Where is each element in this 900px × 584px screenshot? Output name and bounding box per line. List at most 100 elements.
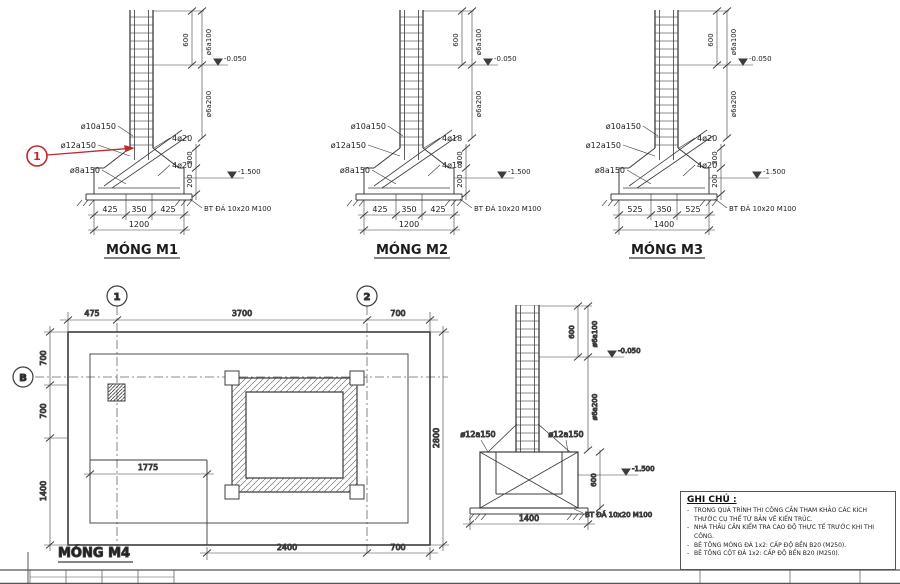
level-label: -1.500: [632, 465, 655, 473]
plan-m4: 1 2 B 475 3700 700 700 700 1400: [12, 285, 449, 563]
callout-number: 1: [33, 150, 41, 163]
dim-label: 1400: [654, 220, 674, 229]
title-block-strip: [0, 552, 900, 584]
rebar-label: 4ø20: [172, 134, 192, 143]
dim-label: 700: [390, 543, 405, 552]
rebar-label: 4ø18: [442, 161, 462, 170]
corner-pad: [349, 370, 365, 386]
dim-label: 350: [401, 205, 416, 214]
dim-label: 1200: [399, 220, 419, 229]
pit-wall-plan: [231, 377, 358, 493]
corner-pad: [349, 484, 365, 500]
level-label: -0.050: [494, 55, 517, 63]
tie-zone-label: ø6a100: [591, 321, 599, 347]
dim-label: 1775: [138, 463, 158, 472]
dim-label: 600: [707, 33, 715, 46]
rebar-label: ø12a150: [460, 430, 495, 439]
footing-outer-edge: [67, 331, 431, 546]
tie-zone-label: ø6a100: [730, 29, 738, 55]
tie-zone-label: ø6a200: [475, 91, 483, 117]
callout-circle: [26, 145, 48, 167]
foundation-section-linework: [77, 8, 244, 259]
dim-label: 1200: [129, 220, 149, 229]
dim-label: 350: [131, 205, 146, 214]
dim-label: 475: [84, 309, 99, 318]
footing-inner-edge: [89, 353, 409, 524]
grid-bubble: [106, 285, 128, 307]
dim-label: 700: [39, 350, 48, 365]
lean-concrete-label: BT ĐÁ 10x20 M100: [474, 204, 541, 213]
stirrup-label: ø8a150: [70, 166, 100, 175]
stirrup-label: ø12a150: [586, 141, 621, 150]
tie-zone-label: ø6a200: [205, 91, 213, 117]
grid-bubble: [12, 366, 34, 388]
stirrup-label: ø10a150: [81, 122, 116, 131]
dim-label: 600: [182, 33, 190, 46]
foundation-section-linework: [347, 8, 514, 259]
note-item: TRONG QUÁ TRÌNH THI CÔNG CẦN THAM KHẢO C…: [687, 507, 889, 524]
detail-title: MÓNG M4: [58, 545, 130, 561]
dim-label: 200: [456, 174, 464, 187]
level-label: -0.050: [749, 55, 772, 63]
notes-title: GHI CHÚ :: [687, 495, 737, 505]
grid-label: 2: [364, 292, 371, 303]
dim-label: 2400: [277, 543, 297, 552]
rebar-label: 4ø18: [442, 134, 462, 143]
dim-label: 300: [186, 151, 194, 164]
tie-zone-label: ø6a100: [205, 29, 213, 55]
dim-label: 1400: [39, 481, 48, 501]
column-plan: [107, 383, 126, 402]
detail-m2: ø10a150 ø12a150 ø8a150 4ø18 4ø18 600 ø6a…: [331, 8, 541, 259]
note-item: BÊ TÔNG CỘT ĐÁ 1x2: CẤP ĐỘ BỀN B20 (M250…: [687, 550, 889, 559]
detail-title: MÓNG M1: [106, 242, 178, 258]
detail-title: MÓNG M3: [631, 242, 703, 258]
corner-pad: [224, 484, 240, 500]
callout-arrowhead-icon: [124, 145, 135, 152]
corner-pad: [224, 370, 240, 386]
dim-label: 2800: [432, 428, 441, 448]
dim-label: 600: [590, 473, 598, 486]
level-label: -1.500: [763, 168, 786, 176]
dim-label: 600: [452, 33, 460, 46]
dim-label: 350: [656, 205, 671, 214]
detail-m3: ø10a150 ø12a150 ø8a150 4ø20 4ø20 600 ø6a…: [586, 8, 796, 259]
dim-label: 300: [456, 151, 464, 164]
detail-callout: 1: [26, 145, 135, 167]
grid-bubble: [356, 285, 378, 307]
dim-label: 425: [430, 205, 445, 214]
dim-label: 600: [568, 325, 576, 338]
rebar-label: 4ø20: [697, 134, 717, 143]
lean-concrete-label: BT ĐÁ 10x20 M100: [204, 204, 271, 213]
dim-label: 200: [711, 174, 719, 187]
stirrup-label: ø10a150: [606, 122, 641, 131]
dim-label: 525: [627, 205, 642, 214]
tie-zone-label: ø6a100: [475, 29, 483, 55]
dim-label: 3700: [232, 309, 252, 318]
section-m4: 600 ø6a100 ø6a200 -0.050 ø12a150 ø12a150: [460, 302, 655, 530]
pit-section: [479, 451, 579, 509]
detail-m1: ø10a150 ø12a150 ø8a150 4ø20 4ø20 600 ø6a…: [61, 8, 271, 259]
dim-label: 700: [390, 309, 405, 318]
notes-panel: GHI CHÚ : TRONG QUÁ TRÌNH THI CÔNG CẦN T…: [680, 491, 896, 570]
level-label: -1.500: [508, 168, 531, 176]
callout-arrow: [46, 148, 127, 156]
note-item: BÊ TÔNG MÓNG ĐÁ 1x2: CẤP ĐỘ BỀN B20 (M25…: [687, 542, 889, 551]
foundation-section-linework: [602, 8, 769, 259]
level-label: -1.500: [238, 168, 261, 176]
grid-label: B: [19, 373, 27, 384]
dim-label: 1400: [519, 514, 539, 523]
dim-label: 525: [685, 205, 700, 214]
stirrup-label: ø12a150: [331, 141, 366, 150]
grid-label: 1: [114, 292, 121, 303]
rebar-label: 4ø20: [172, 161, 192, 170]
rebar-label: 4ø20: [697, 161, 717, 170]
stirrup-label: ø10a150: [351, 122, 386, 131]
dim-label: 700: [39, 403, 48, 418]
dim-label: 425: [372, 205, 387, 214]
dim-label: 425: [102, 205, 117, 214]
stirrup-label: ø12a150: [61, 141, 96, 150]
level-label: -0.050: [618, 347, 641, 355]
level-label: -0.050: [224, 55, 247, 63]
lean-concrete-label: BT ĐÁ 10x20 M100: [729, 204, 796, 213]
